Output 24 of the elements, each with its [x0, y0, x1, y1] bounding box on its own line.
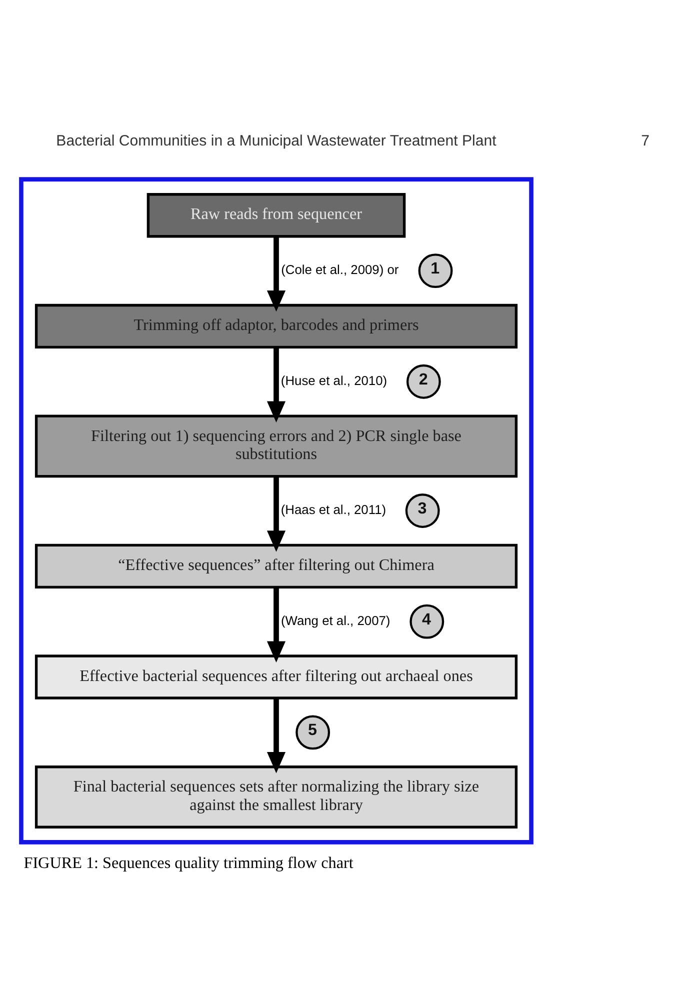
label: 7 — [641, 132, 650, 150]
node-circle: 1 — [418, 254, 453, 288]
node-circle: 4 — [410, 604, 444, 639]
cluster — [19, 177, 534, 844]
node-box: Trimming off adaptor, barcodes and primers — [34, 304, 518, 349]
node-circle: 3 — [405, 494, 440, 528]
node-box: Effective bacterial sequences after filtering out archaeal ones — [34, 654, 518, 700]
node-circle: 5 — [296, 715, 330, 750]
edge-label: (Huse et al., 2010) — [280, 372, 388, 388]
arrow — [266, 698, 286, 774]
label: Bacterial Communities in a Municipal Wastewater Treatment Plant — [56, 132, 496, 150]
node-box: “Effective sequences” after filtering out Chimera — [34, 544, 518, 588]
arrow — [266, 347, 286, 422]
arrow — [266, 587, 286, 662]
arrow — [266, 476, 286, 552]
node-box: Final bacterial sequences sets after normalizing the library size against the smallest library — [34, 766, 518, 828]
edge-label: (Wang et al., 2007) — [280, 612, 390, 628]
node-box: Filtering out 1) sequencing errors and 2) PCR single base substitutions — [34, 414, 518, 478]
caption: FIGURE 1: Sequences quality trimming flow chart — [24, 855, 354, 872]
edge-label: (Haas et al., 2011) — [280, 502, 386, 518]
edge-label: (Cole et al., 2009) or — [281, 262, 399, 278]
arrow — [266, 236, 286, 312]
node-circle: 2 — [406, 364, 441, 399]
node-box: Raw reads from sequencer — [146, 193, 406, 238]
